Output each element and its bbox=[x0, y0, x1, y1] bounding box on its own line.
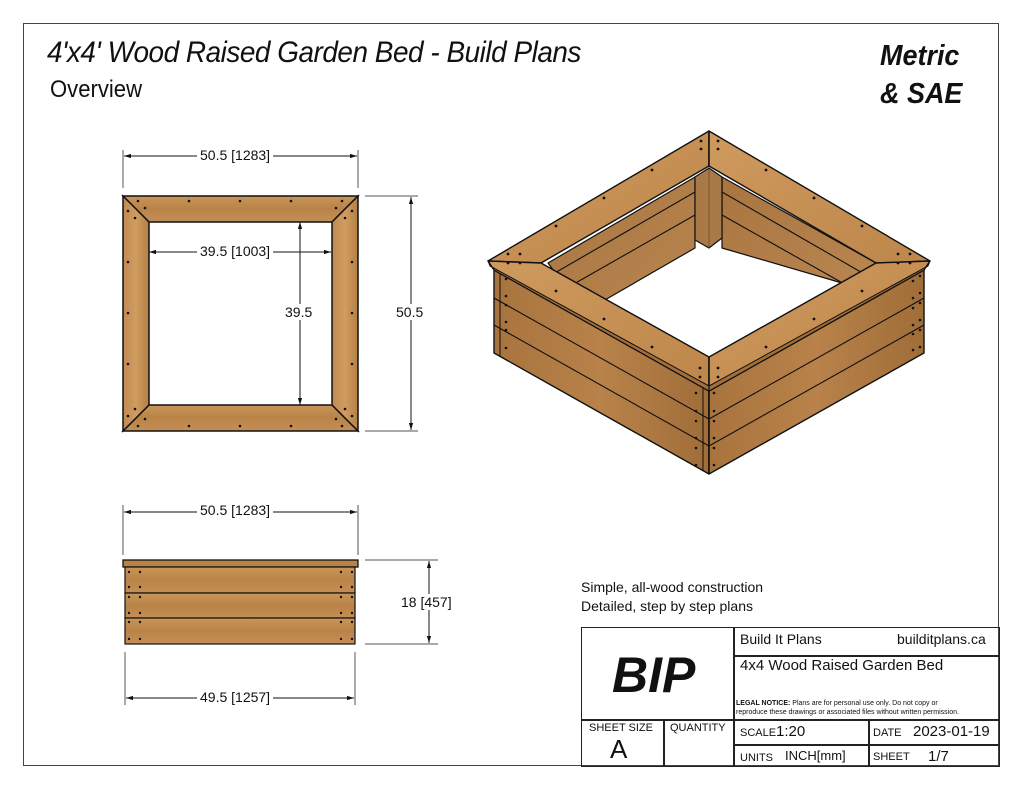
quantity-label: QUANTITY bbox=[670, 722, 726, 734]
feature-line-2: Detailed, step by step plans bbox=[581, 598, 753, 614]
plan-inner-width-label: 39.5 [1003] bbox=[197, 243, 274, 259]
plan-outer-depth-label: 50.5 bbox=[393, 304, 427, 320]
legal-notice-text-1: Plans are for personal use only. Do not … bbox=[792, 700, 938, 707]
legal-notice-label: LEGAL NOTICE: bbox=[736, 700, 791, 707]
sheet-label: SHEET bbox=[873, 751, 910, 763]
plan-view bbox=[121, 150, 418, 433]
company-logo: BIP bbox=[612, 647, 696, 703]
isometric-view bbox=[487, 130, 931, 475]
side-view bbox=[122, 505, 438, 705]
units-badge-sae: & SAE bbox=[880, 78, 963, 110]
units-label: UNITS bbox=[740, 752, 773, 764]
plan-inner-depth-label: 39.5 bbox=[282, 304, 316, 320]
units-badge-metric: Metric bbox=[880, 40, 960, 72]
legal-notice: LEGAL NOTICE: Plans are for personal use… bbox=[736, 699, 959, 717]
sheet-size-label: SHEET SIZE bbox=[589, 722, 653, 734]
project-name: 4x4 Wood Raised Garden Bed bbox=[740, 657, 944, 674]
side-height-label: 18 [457] bbox=[398, 594, 455, 610]
view-subtitle: Overview bbox=[50, 76, 143, 103]
date-label: DATE bbox=[873, 727, 902, 739]
plan-outer-width-label: 50.5 [1283] bbox=[197, 147, 274, 163]
sheet-number: 1/7 bbox=[928, 748, 949, 765]
title-block: BIP SHEET SIZE A QUANTITY Build It Plans… bbox=[581, 627, 1000, 767]
legal-notice-text-2: reproduce these drawings or associated f… bbox=[736, 709, 959, 716]
sheet-border bbox=[23, 23, 999, 766]
scale-label: SCALE bbox=[740, 727, 777, 739]
sheet-size-value: A bbox=[610, 734, 628, 764]
company-name: Build It Plans bbox=[740, 631, 822, 647]
units-value: INCH[mm] bbox=[785, 748, 846, 763]
date-value: 2023-01-19 bbox=[913, 723, 990, 740]
company-website: builditplans.ca bbox=[897, 631, 986, 647]
feature-line-1: Simple, all-wood construction bbox=[581, 579, 764, 595]
side-bottom-width-label: 49.5 [1257] bbox=[197, 689, 274, 705]
page-title: 4'x4' Wood Raised Garden Bed - Build Pla… bbox=[47, 36, 581, 69]
side-top-width-label: 50.5 [1283] bbox=[197, 502, 274, 518]
scale-value: 1:20 bbox=[776, 723, 806, 740]
